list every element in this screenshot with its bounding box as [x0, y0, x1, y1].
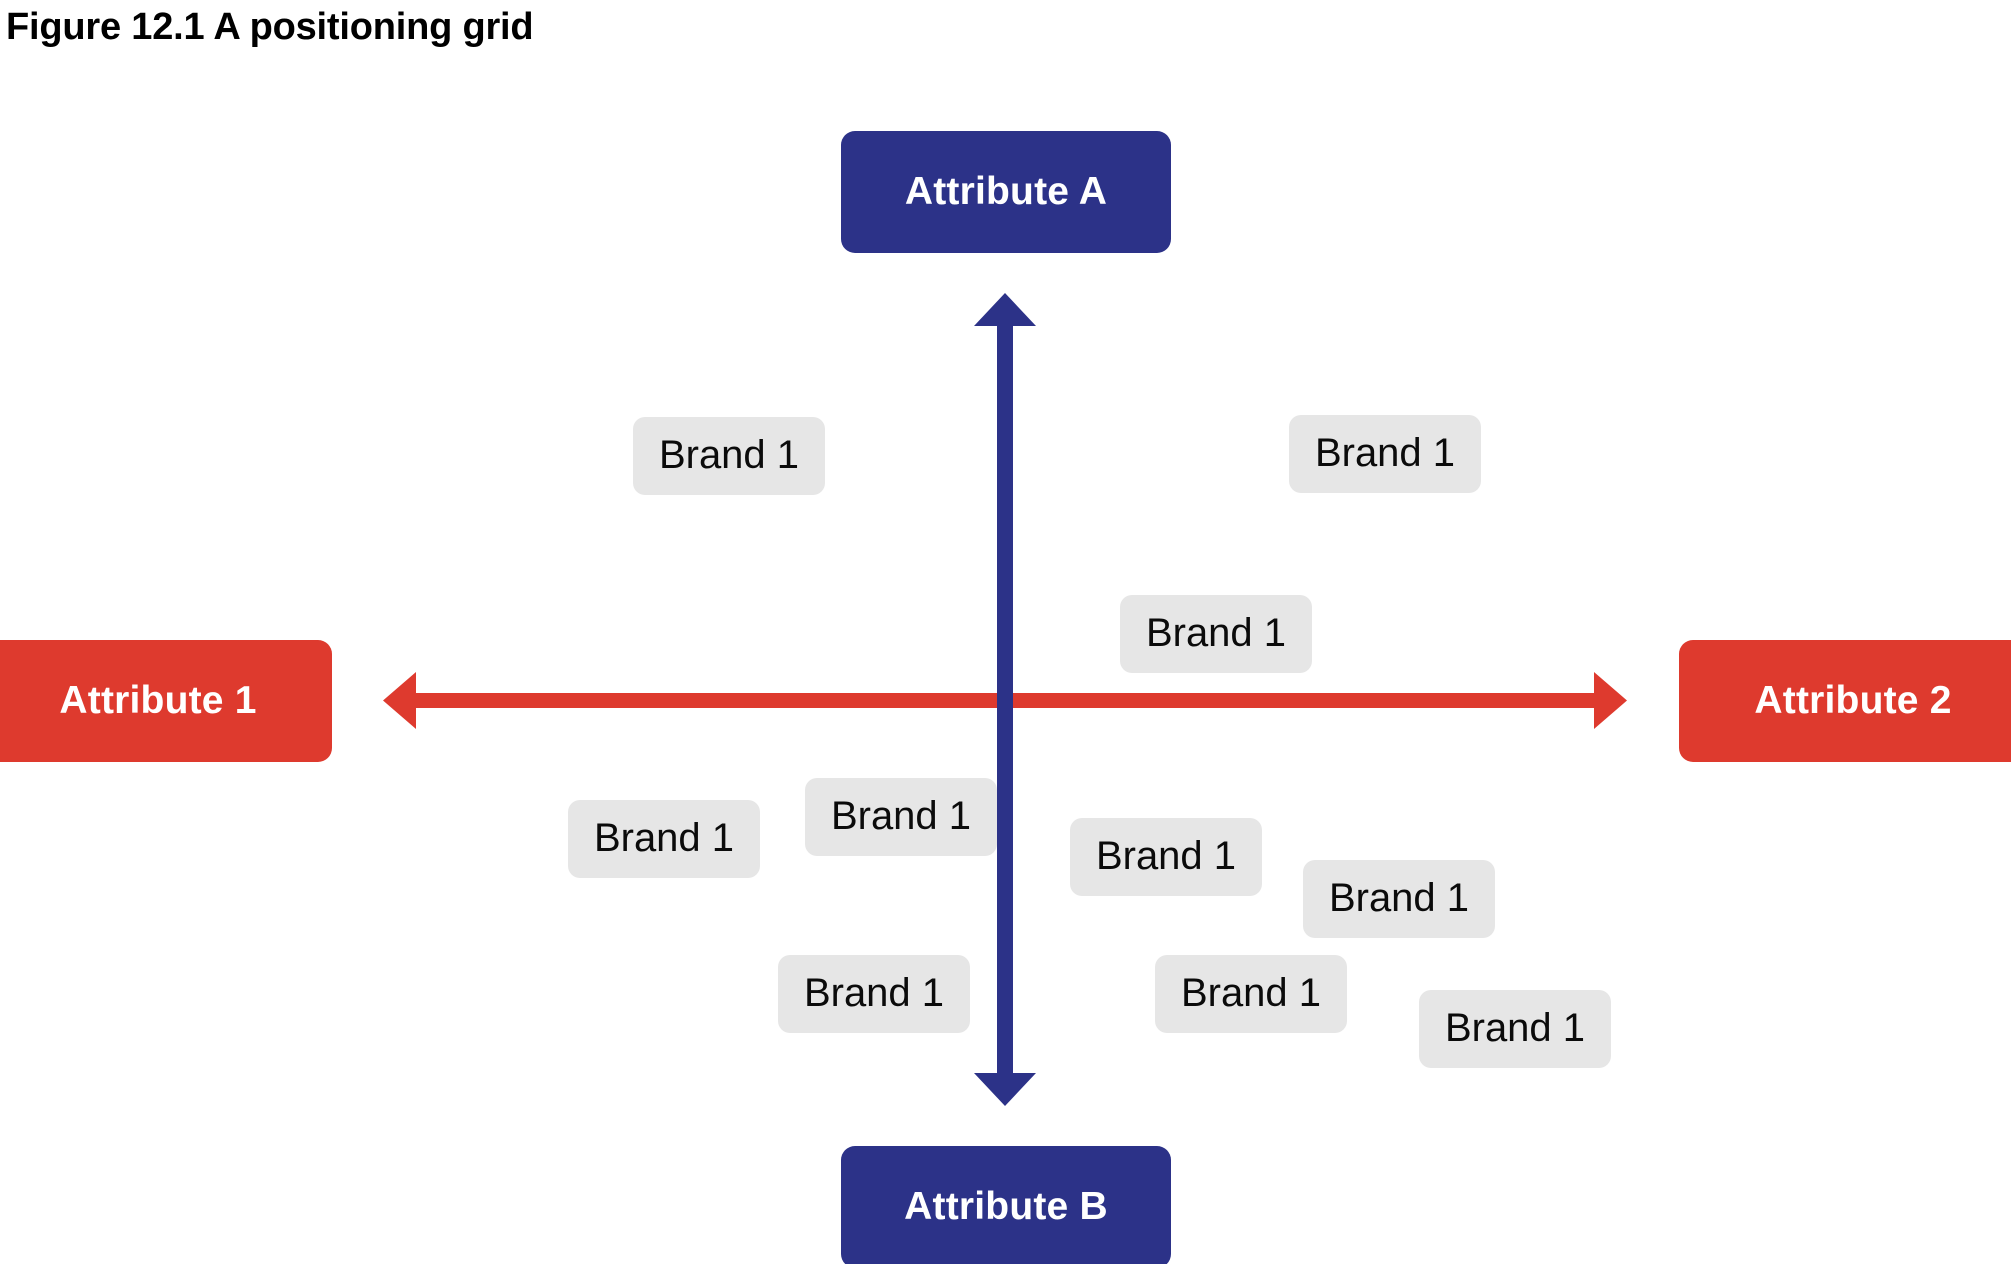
brand-chip[interactable]: Brand 1: [1070, 818, 1262, 896]
brand-chip[interactable]: Brand 1: [778, 955, 970, 1033]
pole-label-attribute-1[interactable]: Attribute 1: [0, 640, 332, 762]
vertical-axis-arrow: [974, 293, 1036, 1106]
pole-label-attribute-a[interactable]: Attribute A: [841, 131, 1171, 253]
pole-label-attribute-b[interactable]: Attribute B: [841, 1146, 1171, 1264]
horizontal-axis-arrow: [383, 672, 1627, 729]
brand-chip[interactable]: Brand 1: [1120, 595, 1312, 673]
pole-label-attribute-2[interactable]: Attribute 2: [1679, 640, 2011, 762]
brand-chip[interactable]: Brand 1: [805, 778, 997, 856]
arrow-up-head-icon: [974, 293, 1036, 326]
brand-chip[interactable]: Brand 1: [568, 800, 760, 878]
brand-chip[interactable]: Brand 1: [1303, 860, 1495, 938]
arrow-right-head-icon: [1594, 672, 1627, 729]
brand-chip[interactable]: Brand 1: [1289, 415, 1481, 493]
brand-chip[interactable]: Brand 1: [633, 417, 825, 495]
arrow-left-head-icon: [383, 672, 416, 729]
brand-chip[interactable]: Brand 1: [1155, 955, 1347, 1033]
arrow-down-head-icon: [974, 1073, 1036, 1106]
brand-chip[interactable]: Brand 1: [1419, 990, 1611, 1068]
page-title: Figure 12.1 A positioning grid: [6, 6, 534, 48]
